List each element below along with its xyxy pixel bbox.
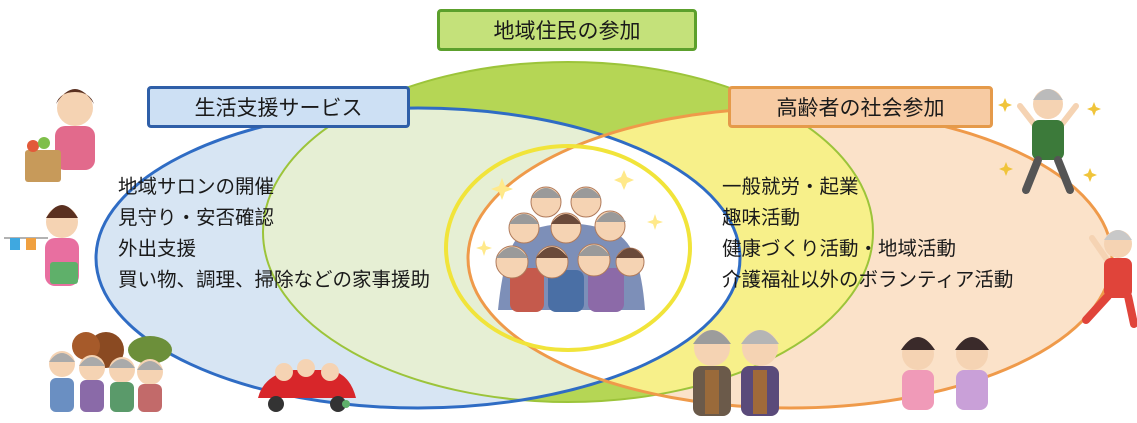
elderly-social-participation-list: 一般就労・起業 趣味活動 健康づくり活動・地域活動 介護福祉以外のボランティア活…: [722, 171, 1013, 295]
cheering-crowd-illustration: [476, 170, 663, 312]
life-support-services-list: 地域サロンの開催 見守り・安否確認 外出支援 買い物、調理、掃除などの家事援助: [118, 171, 430, 295]
list-item: 見守り・安否確認: [118, 206, 275, 229]
top-circle-outline: [262, 61, 874, 403]
list-item: 趣味活動: [722, 206, 801, 229]
elderly-social-participation-label: 高齢者の社会参加: [728, 86, 993, 128]
woman-shopping-illustration: [25, 89, 95, 182]
elderly-tea-group-illustration: [49, 332, 172, 412]
life-support-services-label: 生活支援サービス: [147, 86, 410, 128]
list-item: 健康づくり活動・地域活動: [722, 237, 957, 260]
list-item: 地域サロンの開催: [118, 175, 275, 198]
list-item: 一般就労・起業: [722, 175, 859, 198]
elderly-exercise-illustration: [1082, 230, 1137, 328]
list-item: 外出支援: [118, 237, 197, 260]
elderly-couple-illustration: [693, 330, 779, 416]
elderly-car-illustration: [258, 359, 356, 412]
jumping-elderly-man-illustration: [998, 89, 1101, 194]
women-talking-illustration: [901, 337, 989, 410]
community-participation-label: 地域住民の参加: [437, 9, 697, 51]
center-overlap: [468, 108, 740, 402]
list-item: 買い物、調理、掃除などの家事援助: [118, 268, 431, 291]
list-item: 介護福祉以外のボランティア活動: [722, 268, 1014, 291]
left-circle-outline: [94, 106, 742, 410]
center-ring: [444, 144, 692, 352]
woman-laundry-illustration: [4, 205, 79, 286]
